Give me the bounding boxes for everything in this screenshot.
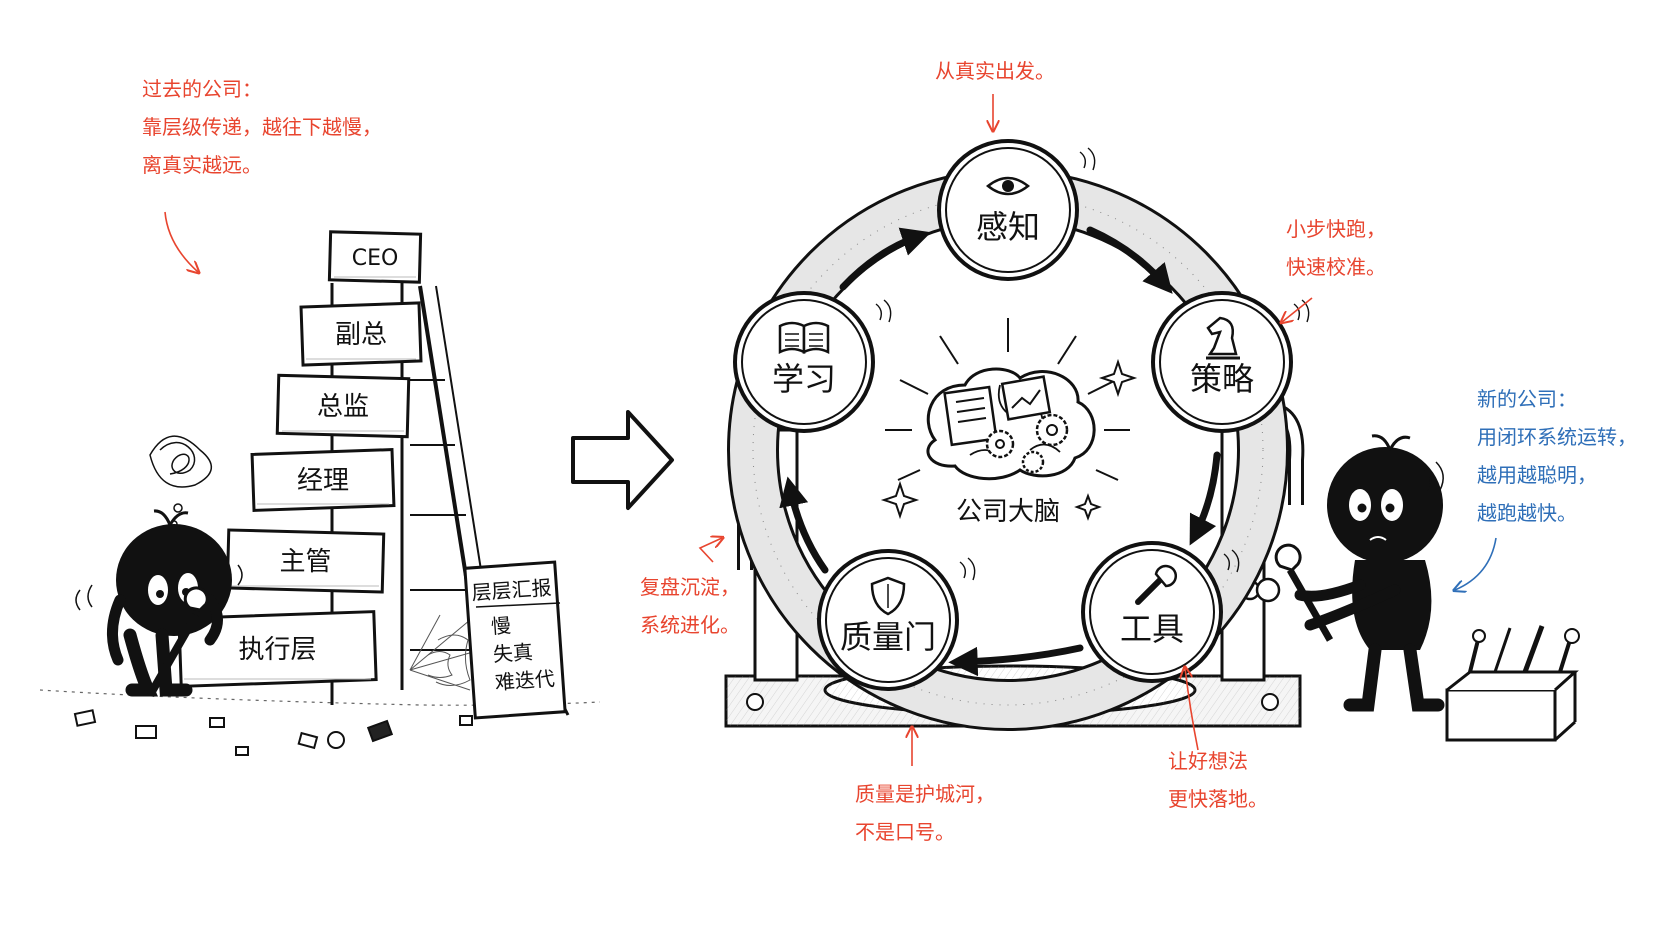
callout-review-line-2: 系统进化。 xyxy=(640,613,740,637)
callout-review: 复盘沉淀， 系统进化。 xyxy=(640,568,740,644)
ladder-label-3: 经理 xyxy=(297,466,349,496)
node-quality-gate: 质量门 xyxy=(817,549,976,691)
confused-worker-figure xyxy=(75,435,243,697)
brain-label: 公司大脑 xyxy=(956,497,1060,527)
callout-quality: 质量是护城河， 不是口号。 xyxy=(855,775,995,851)
ladder-label-5: 执行层 xyxy=(238,635,316,665)
sign-item-1: 失真 xyxy=(492,640,534,667)
node-tools: 工具 xyxy=(1081,541,1240,683)
ladder-label-2: 总监 xyxy=(317,392,369,422)
ladder-plate-0: CEO xyxy=(327,230,423,284)
sign-item-2: 难迭代 xyxy=(494,666,556,694)
callout-agile: 小步快跑， 快速校准。 xyxy=(1286,210,1386,286)
ladder-plate-4: 主管 xyxy=(225,528,386,594)
shield-icon xyxy=(870,576,906,616)
callout-ideas: 让好想法 更快落地。 xyxy=(1168,742,1268,818)
node-strategy: 策略 xyxy=(1151,291,1310,433)
callout-quality-line-2: 不是口号。 xyxy=(855,820,955,844)
eye-icon xyxy=(985,176,1031,196)
ladder-plate-1: 副总 xyxy=(299,301,423,367)
callout-truth: 从真实出发。 xyxy=(935,52,1055,90)
new-company-line-2: 越用越聪明， xyxy=(1477,463,1597,487)
sign-title: 层层汇报 xyxy=(471,575,552,605)
callout-ideas-line-2: 更快落地。 xyxy=(1168,787,1268,811)
wrench-icon xyxy=(1135,564,1178,605)
node-label-perception: 感知 xyxy=(976,208,1040,246)
node-learning: 学习 xyxy=(733,291,892,433)
ladder-plate-3: 经理 xyxy=(250,448,396,512)
callout-truth-line-1: 从真实出发。 xyxy=(935,59,1055,83)
ladder-label-4: 主管 xyxy=(279,547,331,577)
rubble xyxy=(73,709,473,756)
mechanic-figure xyxy=(1274,434,1580,742)
ladder-label-0: CEO xyxy=(352,246,399,271)
node-label-strategy: 策略 xyxy=(1190,360,1254,398)
old-company-line-2: 离真实越远。 xyxy=(142,153,262,177)
chess-knight-icon xyxy=(1206,316,1240,360)
old-company-annotation: 过去的公司： 靠层级传递，越往下越慢， 离真实越远。 xyxy=(142,70,382,184)
old-company-line-1: 靠层级传递，越往下越慢， xyxy=(142,115,382,139)
callout-agile-line-1: 小步快跑， xyxy=(1286,217,1386,241)
new-company-line-3: 越跑越快。 xyxy=(1477,501,1577,525)
transition-arrow xyxy=(571,410,674,510)
ladder-label-1: 副总 xyxy=(335,320,387,350)
callout-review-line-1: 复盘沉淀， xyxy=(640,575,740,599)
node-label-tools: 工具 xyxy=(1120,610,1184,648)
node-perception: 感知 xyxy=(937,139,1096,281)
new-company-title: 新的公司： xyxy=(1477,387,1577,411)
old-company-title: 过去的公司： xyxy=(142,77,262,101)
ladder-plate-5: 执行层 xyxy=(177,610,378,688)
callout-agile-line-2: 快速校准。 xyxy=(1286,255,1386,279)
callout-ideas-line-1: 让好想法 xyxy=(1168,749,1248,773)
callout-quality-line-1: 质量是护城河， xyxy=(855,782,995,806)
new-company-annotation: 新的公司： 用闭环系统运转， 越用越聪明， 越跑越快。 xyxy=(1477,380,1637,532)
new-company-line-1: 用闭环系统运转， xyxy=(1477,425,1637,449)
sign-item-0: 慢 xyxy=(490,613,512,638)
node-label-learning: 学习 xyxy=(772,360,836,398)
cobweb xyxy=(409,614,481,691)
callout-arrows xyxy=(164,94,1497,766)
book-icon xyxy=(778,321,830,355)
company-brain: 公司大脑 xyxy=(880,318,1138,527)
ladder-plate-2: 总监 xyxy=(275,373,411,439)
node-label-quality-gate: 质量门 xyxy=(840,618,936,656)
